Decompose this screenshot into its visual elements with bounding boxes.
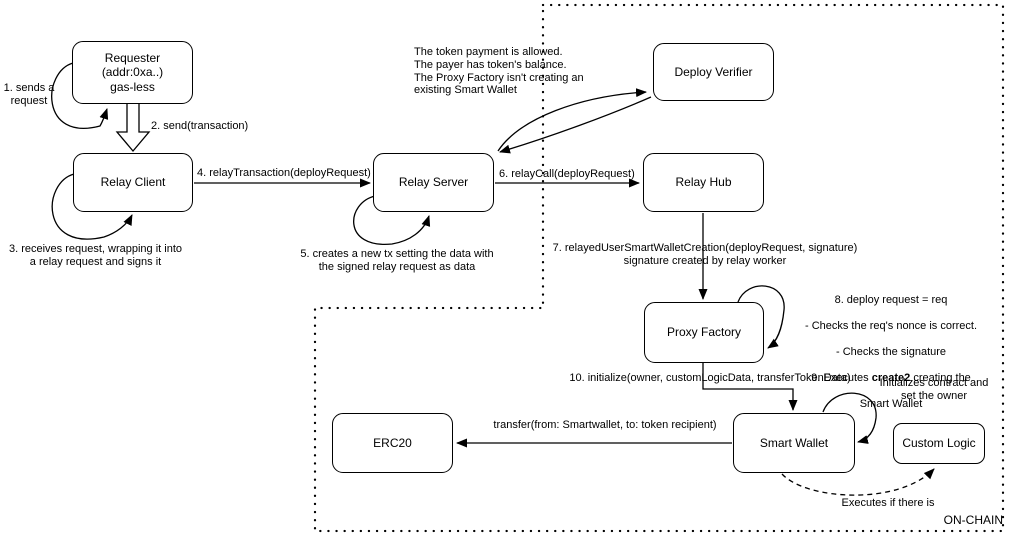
label-step10-initialize: 10. initialize(owner, customLogicData, t… xyxy=(569,372,851,384)
label-transfer-call: transfer(from: Smartwallet, to: token re… xyxy=(493,419,717,431)
label-initializes-contract-note: Initializes contract and set the owner xyxy=(879,377,989,402)
arrow-initialize-self-loop xyxy=(822,392,877,444)
label-step7-relayed-creation: 7. relayedUserSmartWalletCreation(deploy… xyxy=(552,242,858,267)
label-step8-line1: 8. deploy request = req xyxy=(834,293,948,306)
label-step5-creates-tx: 5. creates a new tx setting the data wit… xyxy=(300,248,494,273)
arrow-step2-block xyxy=(115,99,151,153)
node-custom-logic: Custom Logic xyxy=(893,423,985,464)
label-step9-line1: 9. Executes create2 creating the xyxy=(811,371,971,384)
arrow-server-to-verifier xyxy=(497,88,647,152)
arrow-verifier-to-server xyxy=(499,96,652,154)
arrow-step10 xyxy=(702,363,798,411)
node-smart-wallet: Smart Wallet xyxy=(733,413,855,473)
create2-bold: create2 xyxy=(871,371,911,384)
arrow-step8-self-loop xyxy=(737,285,785,349)
label-step6-relay-call: 6. relayCall(deployRequest) xyxy=(499,168,635,180)
arrow-step5-self-loop xyxy=(353,195,431,245)
node-relay-hub: Relay Hub xyxy=(643,153,764,212)
node-deploy-verifier: Deploy Verifier xyxy=(653,43,774,101)
node-erc20: ERC20 xyxy=(332,413,453,473)
arrow-step1-self-loop xyxy=(51,62,109,129)
node-relay-server: Relay Server xyxy=(373,153,494,212)
label-executes-if-there-is: Executes if there is xyxy=(841,497,935,509)
label-step3-receives-request: 3. receives request, wrapping it into a … xyxy=(8,243,183,268)
label-onchain-region: ON-CHAIN xyxy=(943,513,1003,527)
arrow-step3-self-loop xyxy=(51,173,133,240)
label-step2-send-transaction: 2. send(transaction) xyxy=(151,120,249,132)
arrow-executes-dashed xyxy=(781,468,935,496)
label-step8-line3: - Checks the signature xyxy=(835,345,947,358)
label-step4-relay-transaction: 4. relayTransaction(deployRequest) xyxy=(197,167,371,179)
label-step1-sends-request: 1. sends a request xyxy=(3,82,55,107)
node-relay-client: Relay Client xyxy=(73,153,193,212)
node-requester: Requester (addr:0xa..) gas-less xyxy=(72,41,193,104)
label-step9-line2: Smart Wallet xyxy=(859,397,923,410)
label-steps8-9-note: 8. deploy request = req - Checks the req… xyxy=(782,281,1000,424)
node-proxy-factory: Proxy Factory xyxy=(644,302,764,363)
label-verifier-note: The token payment is allowed. The payer … xyxy=(414,46,584,97)
label-step8-line2: - Checks the req's nonce is correct. xyxy=(804,319,978,332)
